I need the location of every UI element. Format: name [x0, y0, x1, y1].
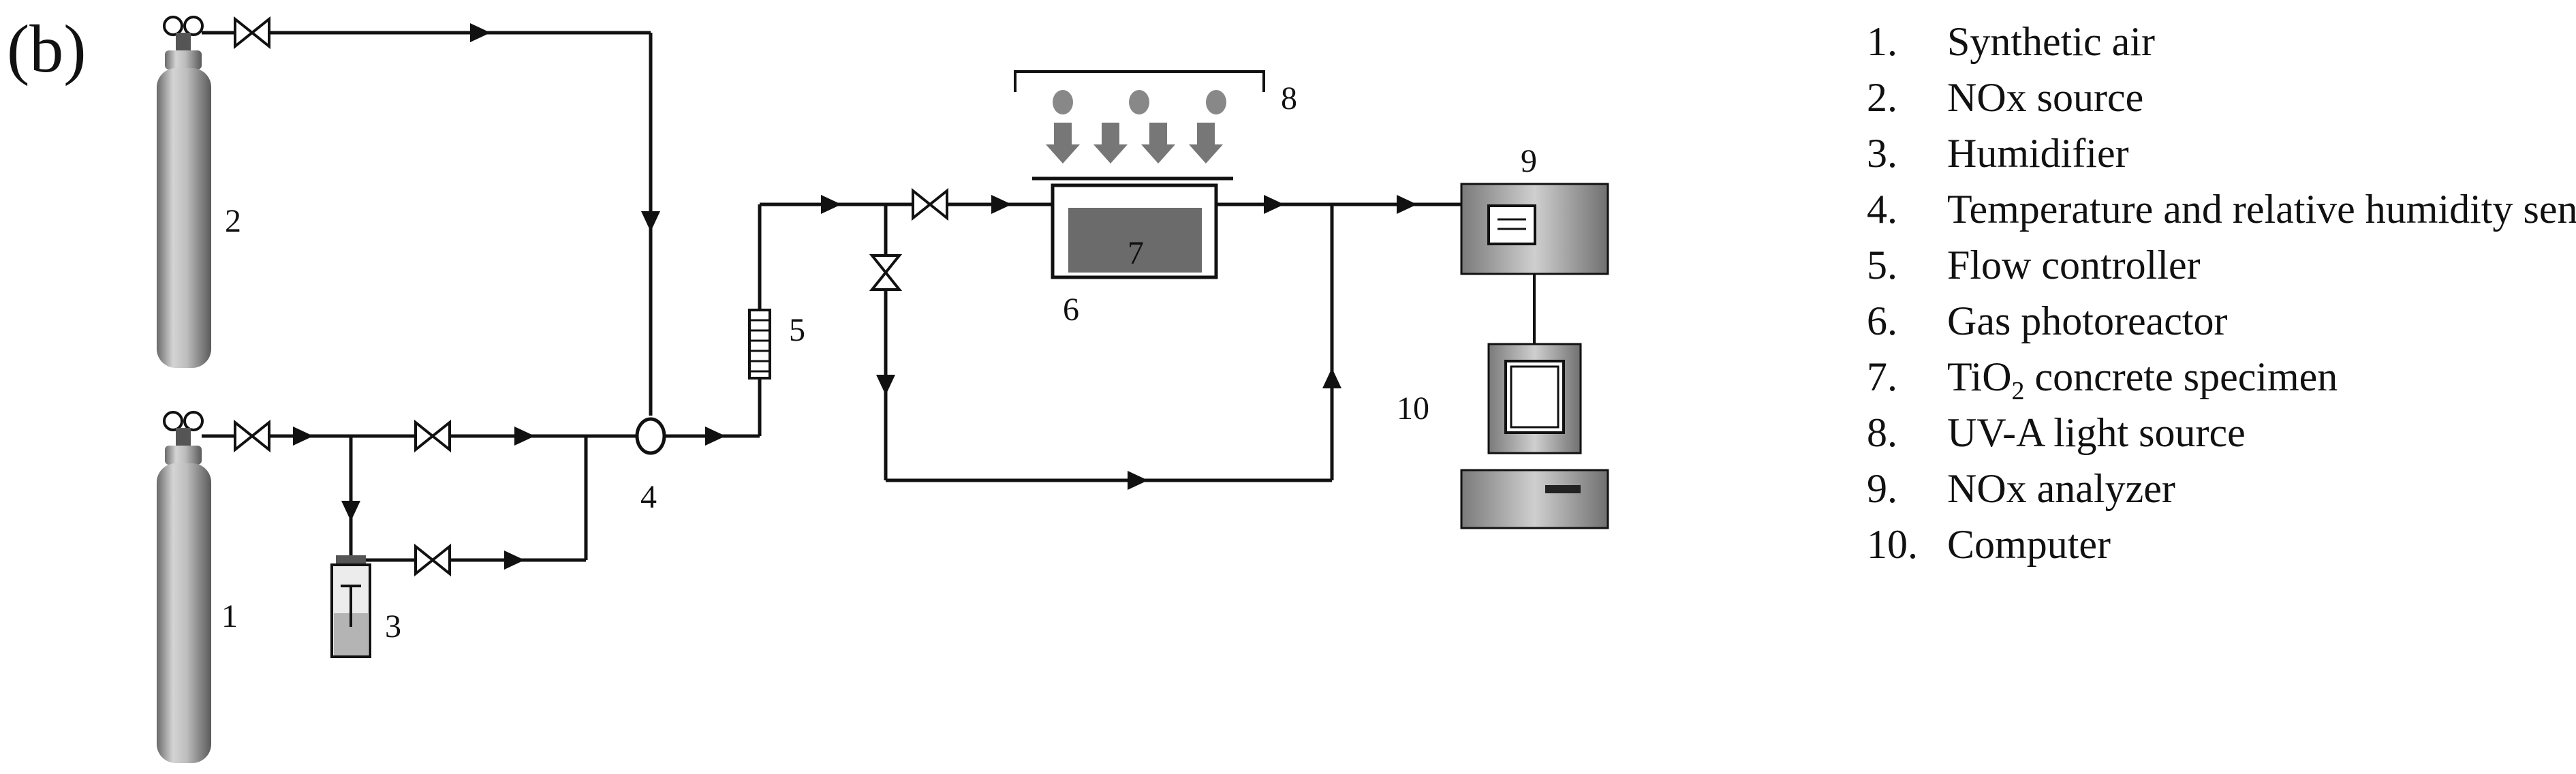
nox-line	[202, 16, 660, 416]
panel-label: (b)	[7, 11, 87, 87]
valve-icon	[869, 254, 903, 291]
legend-text: Synthetic air	[1947, 19, 2155, 64]
valve-icon	[912, 187, 948, 221]
legend-text-subscript: 2	[2011, 377, 2025, 405]
nox-analyzer: 9	[1460, 143, 1609, 275]
legend-item: 9. NOx analyzer	[1867, 461, 2562, 516]
humidifier-branch	[336, 436, 588, 577]
legend-number: 7.	[1867, 354, 1897, 399]
legend-text: Computer	[1947, 522, 2111, 567]
valve-icon	[414, 543, 451, 577]
legend-item: 1. Synthetic air	[1867, 14, 2562, 69]
computer: 10	[1397, 343, 1609, 529]
legend-text: Gas photoreactor	[1947, 298, 2228, 343]
legend-number: 2.	[1867, 75, 1897, 120]
legend-text: Humidifier	[1947, 131, 2129, 176]
uv-light-source: 8	[1014, 70, 1297, 164]
legend-text: Temperature and relative humidity sensor	[1947, 187, 2576, 232]
tio2-specimen	[1068, 208, 1202, 273]
legend-text: NOx source	[1947, 75, 2144, 120]
legend-number: 4.	[1867, 187, 1897, 232]
valve-icon	[234, 16, 270, 50]
humidifier: 3	[330, 563, 401, 658]
sensor: 4	[635, 417, 666, 515]
bypass-line	[869, 204, 1341, 490]
legend-item: 7. TiO2 concrete specimen	[1867, 349, 2562, 405]
label-5: 5	[789, 312, 805, 348]
legend-text-post: concrete specimen	[2024, 354, 2338, 399]
legend-number: 5.	[1867, 243, 1897, 288]
label-2: 2	[225, 203, 241, 239]
legend-number: 9.	[1867, 466, 1897, 511]
valve-icon	[414, 419, 451, 453]
cylinder-synthetic-air: 1	[157, 411, 238, 763]
flow-diagram-svg: (b) 2 1	[7, 11, 1609, 763]
air-line	[202, 419, 637, 453]
legend-text: UV-A light source	[1947, 410, 2246, 455]
legend-item: 10. Computer	[1867, 516, 2562, 572]
legend-item: 8. UV-A light source	[1867, 405, 2562, 461]
flow-controller: 5	[748, 309, 805, 380]
legend-text-pre: TiO	[1947, 354, 2012, 399]
legend-item: 6. Gas photoreactor	[1867, 293, 2562, 349]
label-9: 9	[1521, 143, 1537, 179]
flow-diagram: (b) 2 1	[7, 11, 1609, 763]
legend-list: 1. Synthetic air 2. NOx source 3. Humidifie…	[1867, 14, 2576, 572]
legend-number: 6.	[1867, 298, 1897, 343]
legend-text: Flow controller	[1947, 243, 2201, 288]
legend-number: 10.	[1867, 522, 1918, 567]
label-4: 4	[640, 479, 657, 515]
label-7: 7	[1128, 235, 1144, 271]
valve-icon	[234, 419, 270, 453]
label-10: 10	[1397, 390, 1429, 427]
legend-item: 5. Flow controller	[1867, 237, 2562, 293]
label-1: 1	[221, 598, 238, 634]
legend-number: 1.	[1867, 19, 1897, 64]
legend-text: NOx analyzer	[1947, 466, 2175, 511]
gas-photoreactor: 7 6	[1032, 176, 1233, 328]
legend-number: 8.	[1867, 410, 1897, 455]
legend-item: 3. Humidifier	[1867, 125, 2562, 181]
cylinder-nox-source: 2	[157, 16, 241, 368]
legend-item: 2. NOx source	[1867, 69, 2562, 125]
legend-item: 4. Temperature and relative humidity sens…	[1867, 181, 2576, 237]
label-3: 3	[385, 608, 401, 645]
legend-number: 3.	[1867, 131, 1897, 176]
label-8: 8	[1281, 80, 1297, 117]
label-6: 6	[1063, 292, 1079, 328]
